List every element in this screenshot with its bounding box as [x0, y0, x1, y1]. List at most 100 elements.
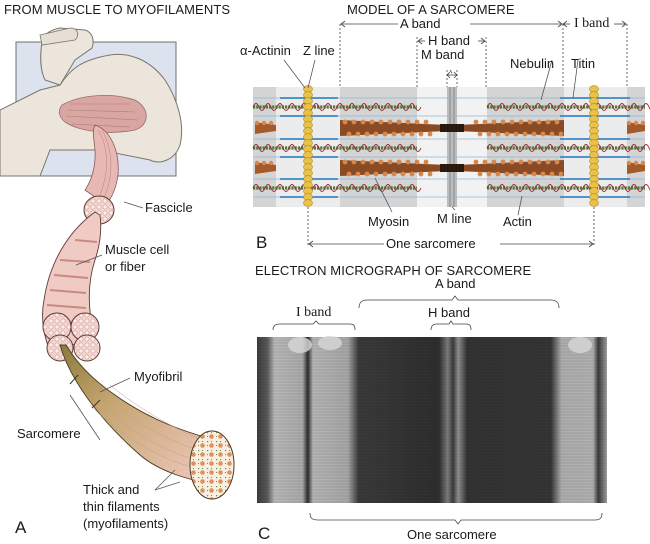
myosin-head: [495, 171, 501, 177]
z-lines: [303, 85, 599, 207]
myosin-head: [626, 120, 632, 126]
myosin-head: [540, 131, 546, 137]
panel-b-leader-lines: [283, 59, 579, 216]
label-myosin: Myosin: [368, 214, 410, 229]
label-fascicle: Fascicle: [145, 200, 193, 215]
myosin-head: [531, 131, 537, 137]
myosin-head: [545, 119, 551, 125]
myosin-head: [558, 171, 564, 177]
flexed-arm-illustration: [0, 27, 183, 177]
myosin-head: [364, 171, 370, 177]
actin-filaments: [252, 103, 650, 192]
myosin-head: [427, 131, 433, 137]
label-one-sarcomere-b: One sarcomere: [386, 236, 476, 251]
myosin-head: [536, 119, 542, 125]
myosin-head: [509, 119, 515, 125]
myosin-head: [409, 131, 415, 137]
myosin-head: [396, 119, 402, 125]
panel-letter-c: C: [258, 524, 271, 543]
tropomyosin-strand: [252, 184, 422, 192]
myosin-head: [518, 119, 524, 125]
label-m-band: M band: [421, 47, 465, 62]
label-i-band: I band: [574, 16, 610, 31]
label-myofilaments: (myofilaments): [83, 516, 169, 531]
label-actin: Actin: [503, 214, 532, 229]
myosin-head: [396, 159, 402, 165]
myosin-head: [423, 119, 429, 125]
myosin-head: [518, 159, 524, 165]
myosin-partial: [627, 162, 645, 174]
myosin-head: [504, 171, 510, 177]
myosin-head: [527, 159, 533, 165]
myosin-head: [509, 159, 515, 165]
myosin-head: [373, 171, 379, 177]
myosin-head: [500, 159, 506, 165]
myosin-head: [554, 119, 560, 125]
myosin-bare-zone: [440, 124, 464, 132]
myosin-bare-zone: [440, 164, 464, 172]
myosin-head: [640, 160, 646, 166]
myosin-head: [382, 131, 388, 137]
myosin-head: [364, 131, 370, 137]
myosin-head: [473, 159, 479, 165]
myosin-head: [491, 159, 497, 165]
band-boundary-markers: [307, 24, 628, 245]
myosin-head: [545, 159, 551, 165]
myosin-head: [495, 131, 501, 137]
label-sarcomere: Sarcomere: [17, 426, 81, 441]
myosin-head: [633, 160, 639, 166]
myosin-head: [391, 171, 397, 177]
z-line-bead: [589, 199, 599, 207]
myosin-head: [540, 171, 546, 177]
myosin-head: [491, 119, 497, 125]
myosin-head: [414, 119, 420, 125]
myosin-head: [369, 159, 375, 165]
label-thin-filaments: thin filaments: [83, 499, 160, 514]
myosin-head: [531, 171, 537, 177]
myosin-head: [254, 160, 260, 166]
label-muscle-cell: Muscle cell: [105, 242, 170, 257]
myosin-head: [409, 171, 415, 177]
myosin-head: [268, 160, 274, 166]
myosin-head: [486, 131, 492, 137]
myosin-head: [527, 119, 533, 125]
myosin-head: [342, 159, 348, 165]
tropomyosin-strand: [486, 184, 650, 192]
micrograph-braces: [272, 295, 603, 525]
label-h-band: H band: [428, 33, 470, 48]
myosin-head: [405, 159, 411, 165]
tropomyosin-strand: [486, 144, 650, 152]
myosin-head: [477, 131, 483, 137]
myosin-head: [640, 120, 646, 126]
myosin-head: [549, 171, 555, 177]
label-z-line: Z line: [303, 43, 335, 58]
myosin-head: [387, 119, 393, 125]
myosin-head: [513, 171, 519, 177]
label-m-line: M line: [437, 211, 472, 226]
myosin-head: [346, 131, 352, 137]
m-line: [447, 87, 457, 207]
panel-b-title: MODEL OF A SARCOMERE: [347, 2, 515, 17]
myofibril-illustration: [59, 344, 235, 500]
myosin-head: [369, 119, 375, 125]
myosin-head: [360, 159, 366, 165]
label-alpha-actinin: α-Actinin: [240, 43, 291, 58]
micrograph-image: [257, 336, 607, 503]
myosin-head: [400, 171, 406, 177]
label-nebulin: Nebulin: [510, 56, 555, 71]
myosin-head: [482, 119, 488, 125]
myosin-head: [387, 159, 393, 165]
myosin-head: [500, 119, 506, 125]
myosin-head: [355, 171, 361, 177]
myosin-head: [382, 171, 388, 177]
myosin-head: [486, 171, 492, 177]
panel-a-leader-lines: [69, 201, 181, 491]
label-or-fiber: or fiber: [105, 259, 146, 274]
myosin-filaments: [254, 119, 646, 177]
myosin-head: [626, 160, 632, 166]
myosin-head: [482, 159, 488, 165]
myosin-head: [522, 131, 528, 137]
